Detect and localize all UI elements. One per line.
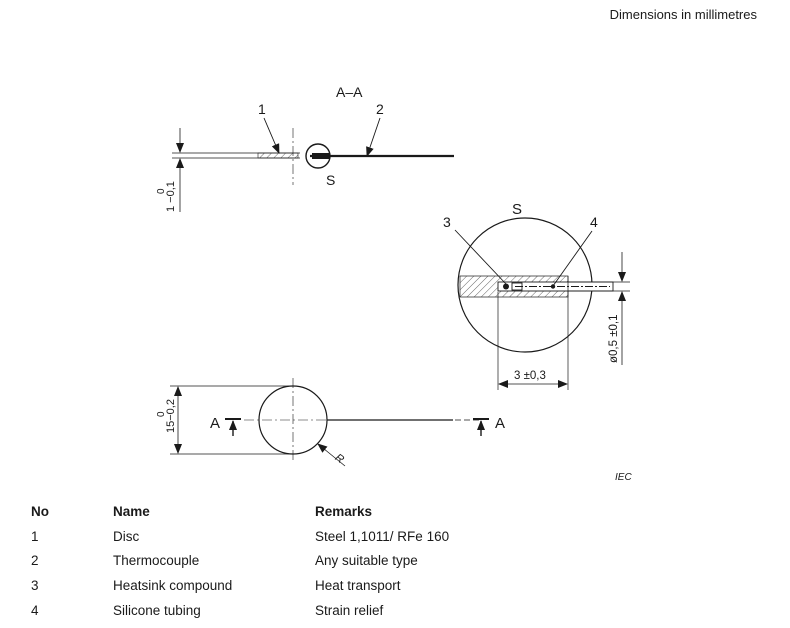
table-row: 3 Heatsink compound Heat transport xyxy=(31,573,565,598)
thickness-dimension: 1 −0,1 xyxy=(165,181,177,212)
cell-remarks: Heat transport xyxy=(315,577,401,593)
radius-leader xyxy=(317,443,346,467)
table-row: 1 Disc Steel 1,1011/ RFe 160 xyxy=(31,524,565,549)
insertion-length-dimension: 3 ±0,3 xyxy=(514,370,546,382)
diameter-dimension: 15−0,2 xyxy=(165,399,177,433)
tube-diameter-dimension: ø0,5 ±0,1 xyxy=(608,314,620,363)
cell-no: 2 xyxy=(31,553,39,569)
callout-4: 4 xyxy=(590,214,598,230)
heatsink-compound xyxy=(503,283,509,290)
detail-title: S xyxy=(512,201,522,218)
diameter-tolerance-upper: 0 xyxy=(156,411,167,417)
radius-label: R xyxy=(333,452,346,466)
units-note: Dimensions in millimetres xyxy=(609,7,757,22)
cell-name: Disc xyxy=(113,528,140,544)
section-mark-right: A xyxy=(495,415,505,432)
disc-hatched-region xyxy=(257,152,299,159)
cell-no: 3 xyxy=(31,577,39,593)
thermocouple-junction xyxy=(511,282,523,291)
cell-remarks: Strain relief xyxy=(315,602,384,618)
parts-table: No Name Remarks 1 Disc Steel 1,1011/ RFe… xyxy=(31,499,565,622)
leader-4 xyxy=(552,230,593,287)
thickness-tolerance-upper: 0 xyxy=(156,188,167,194)
cell-remarks: Steel 1,1011/ RFe 160 xyxy=(315,528,450,544)
cell-no: 1 xyxy=(31,528,39,544)
cell-remarks: Any suitable type xyxy=(315,553,418,569)
table-header-row: No Name Remarks xyxy=(31,499,565,524)
callout-3: 3 xyxy=(443,214,451,230)
leader-3 xyxy=(454,229,507,285)
technical-drawing: A–A S 1 2 1 −0,1 0 S xyxy=(156,84,632,483)
header-name: Name xyxy=(113,503,150,519)
silicone-tubing-marker xyxy=(550,284,556,289)
table-row: 4 Silicone tubing Strain relief xyxy=(31,598,565,623)
detail-s-view: S 3 4 ø0,5 ±0,1 3 ±0,3 xyxy=(443,201,630,390)
leader-2 xyxy=(366,117,381,157)
section-title: A–A xyxy=(336,84,363,100)
callout-2: 2 xyxy=(376,101,384,117)
cell-name: Heatsink compound xyxy=(113,577,233,593)
plan-view: A A 15−0,2 0 R xyxy=(156,378,505,467)
header-no: No xyxy=(31,503,49,519)
detail-label: S xyxy=(326,172,335,188)
header-remarks: Remarks xyxy=(315,503,373,519)
callout-1: 1 xyxy=(258,101,266,117)
cell-no: 4 xyxy=(31,602,39,618)
iec-source-mark: IEC xyxy=(615,472,632,483)
table-row: 2 Thermocouple Any suitable type xyxy=(31,548,565,573)
leader-1 xyxy=(263,117,280,154)
section-mark-left: A xyxy=(210,415,220,432)
cell-name: Thermocouple xyxy=(113,553,200,569)
detail-circle-s xyxy=(305,143,331,169)
cell-name: Silicone tubing xyxy=(113,602,201,618)
thermocouple-tip xyxy=(312,153,330,159)
section-view: A–A S 1 2 1 −0,1 0 xyxy=(156,84,454,212)
